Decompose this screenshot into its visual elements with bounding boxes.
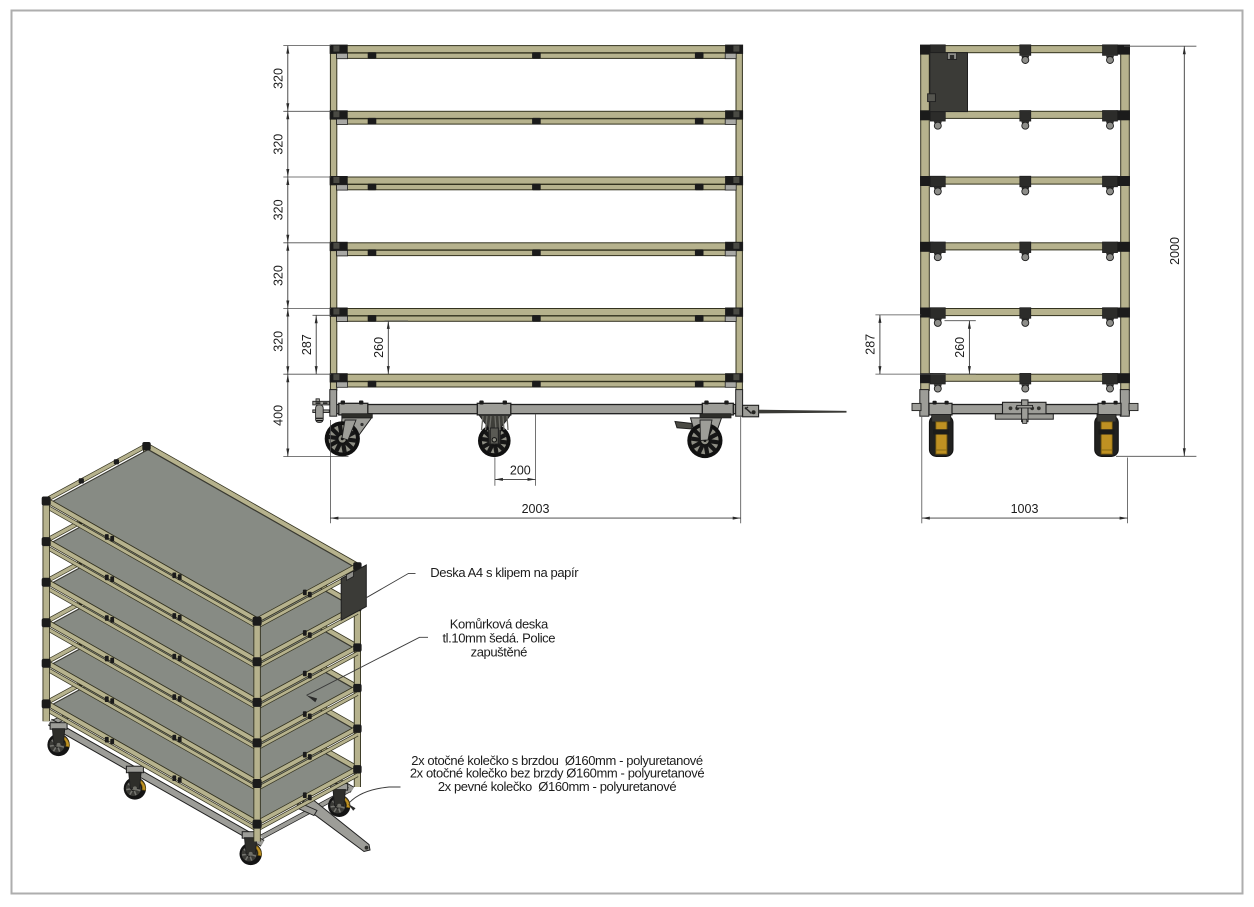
svg-text:2x otočné kolečko s brzdou Ø1: 2x otočné kolečko s brzdou Ø160mm - poly… bbox=[411, 753, 703, 768]
svg-text:320: 320 bbox=[272, 265, 286, 286]
svg-text:287: 287 bbox=[864, 334, 878, 355]
svg-text:zapuštěné: zapuštěné bbox=[471, 645, 528, 660]
svg-text:320: 320 bbox=[272, 199, 286, 220]
svg-text:287: 287 bbox=[300, 334, 314, 355]
svg-text:320: 320 bbox=[272, 68, 286, 89]
svg-text:260: 260 bbox=[372, 337, 386, 358]
svg-text:2x otočné kolečko bez brzdy Ø1: 2x otočné kolečko bez brzdy Ø160mm - pol… bbox=[410, 766, 704, 781]
svg-text:2000: 2000 bbox=[1168, 237, 1182, 265]
svg-text:Komůrková deska: Komůrková deska bbox=[450, 616, 549, 631]
svg-text:2003: 2003 bbox=[522, 502, 550, 516]
svg-text:tl.10mm šedá. Police: tl.10mm šedá. Police bbox=[442, 631, 555, 646]
svg-text:400: 400 bbox=[272, 405, 286, 426]
svg-text:1003: 1003 bbox=[1011, 502, 1039, 516]
svg-text:2x pevné kolečko Ø160mm - pol: 2x pevné kolečko Ø160mm - polyuretanové bbox=[438, 779, 677, 794]
svg-text:260: 260 bbox=[953, 337, 967, 358]
svg-text:Deska A4 s klipem na papír: Deska A4 s klipem na papír bbox=[430, 565, 579, 580]
svg-text:200: 200 bbox=[510, 464, 531, 478]
svg-text:320: 320 bbox=[272, 134, 286, 155]
svg-text:320: 320 bbox=[272, 331, 286, 352]
